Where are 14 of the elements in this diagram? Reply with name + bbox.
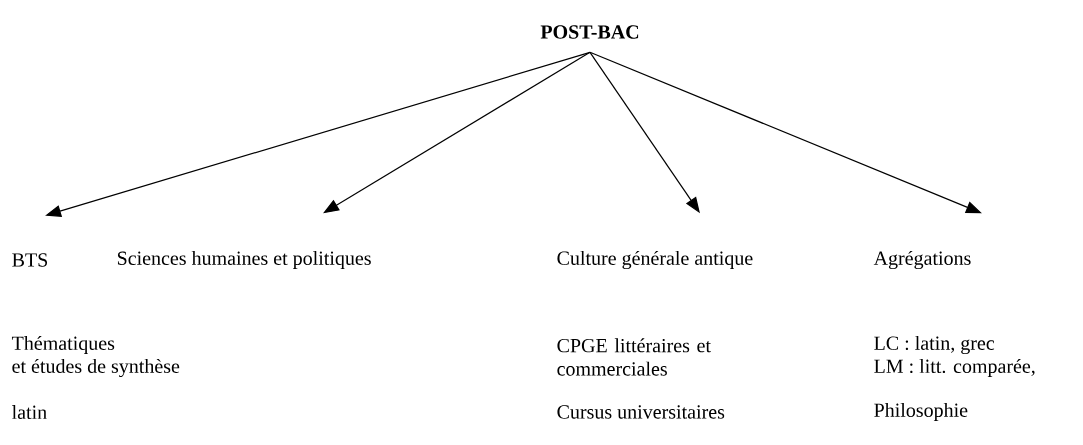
category-text: Culture générale antique — [557, 250, 753, 270]
label-text: CPGE littéraires et commerciales — [557, 338, 711, 376]
label-text: Cursus universitaires — [557, 405, 725, 419]
arrow — [323, 51, 591, 214]
label-text: Philosophie — [874, 402, 968, 422]
label-text: LC : latin, grec — [874, 335, 995, 355]
category-text: Sciences humaines et politiques — [117, 250, 371, 270]
heading-text: POST-BAC — [540, 25, 639, 39]
label-text: et études de synthèse — [12, 358, 180, 378]
label-text: LM : litt. comparée, — [874, 358, 1035, 378]
label-text: latin — [12, 404, 47, 419]
category-text: BTS — [12, 253, 48, 267]
category-text: Agrégations — [873, 250, 971, 270]
label-text: Thématiques — [11, 335, 115, 355]
